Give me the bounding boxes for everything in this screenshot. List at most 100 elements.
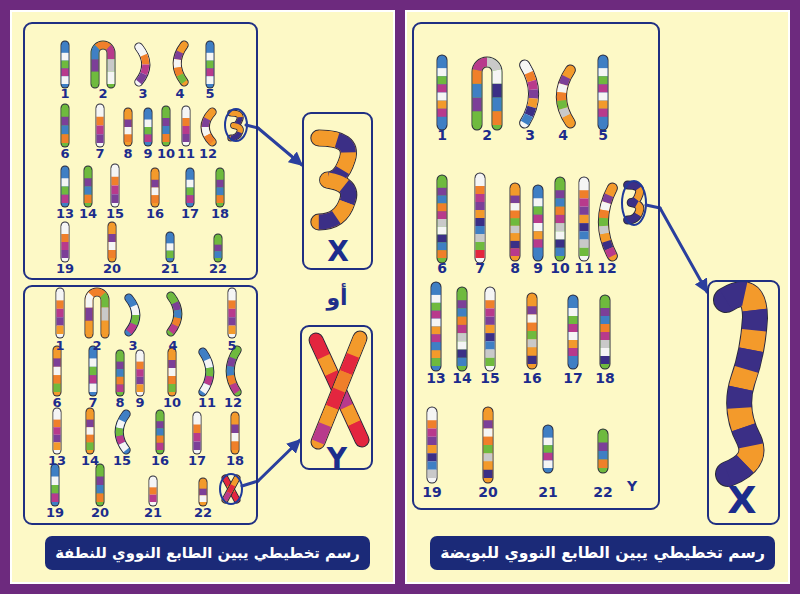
chromosome-band [97, 468, 104, 502]
chromosome-band [229, 292, 236, 334]
chromosome-body [87, 412, 94, 450]
chromosome-band [569, 300, 578, 364]
chromosome-band [458, 292, 467, 366]
chromosome-band [528, 298, 537, 364]
chromosome-outline [598, 60, 609, 125]
chromosome-band [171, 296, 178, 332]
chromosome-band [428, 412, 437, 478]
chromosome-body [726, 294, 755, 474]
chromosome-band [207, 45, 214, 84]
chromosome-band [569, 300, 578, 364]
chromosome-outline [168, 352, 177, 392]
chromosome-band [194, 416, 201, 450]
chromosome-body [215, 238, 222, 258]
chromosome-body [177, 45, 184, 82]
chromosome-band [601, 300, 610, 364]
chromosome-band [230, 350, 237, 392]
chromosome-body [628, 185, 640, 220]
chromosome-band [187, 172, 194, 203]
chromosome-band [556, 182, 565, 256]
chromosome-outline [95, 45, 111, 84]
chromosome-band [438, 180, 447, 258]
chromosome-body [163, 110, 170, 142]
chromosome-band [95, 45, 111, 84]
chromosome-number: 15 [480, 371, 499, 385]
chromosome-band [603, 188, 612, 256]
chromosome-number: 21 [161, 262, 179, 275]
chromosome-band [580, 182, 589, 256]
chromosome-band [603, 188, 612, 256]
chromosome-band [318, 338, 360, 442]
chromosome-outline [53, 412, 62, 450]
chromosome-band [171, 296, 178, 332]
chromosome-outline [600, 300, 611, 364]
chromosome-band [230, 350, 237, 392]
chromosome-band [486, 292, 495, 366]
chromosome-band [438, 180, 447, 258]
chromosome-number: 7 [475, 261, 485, 275]
chromosome-band [486, 292, 495, 366]
chromosome-body [89, 292, 105, 334]
chromosome-number: 9 [135, 396, 144, 409]
chromosome-band [580, 182, 589, 256]
chromosome-number: 10 [157, 147, 175, 160]
chromosome-band [163, 110, 170, 142]
chromosome-band [119, 414, 126, 450]
chromosome-outline [61, 226, 70, 258]
chromosome-band [62, 108, 69, 143]
chromosome-band [511, 188, 520, 256]
chromosome-band [90, 350, 97, 392]
chromosome-body [432, 287, 441, 366]
chromosome-band [163, 110, 170, 142]
arrow-connector [660, 208, 707, 292]
chromosome-outline [628, 185, 640, 220]
chromosome-band [229, 292, 236, 334]
chromosome-body [599, 434, 608, 468]
chromosome-band [171, 296, 178, 332]
chromosome-band [230, 350, 237, 392]
chromosome-band [628, 185, 640, 220]
chromosome-band [109, 226, 116, 258]
chromosome-band [432, 287, 441, 366]
chromosome-band [187, 172, 194, 203]
chromosome-band [534, 190, 543, 256]
chromosome-band [486, 292, 495, 366]
chromosome-band [599, 60, 608, 125]
chromosome-band [601, 300, 610, 364]
chromosome-band [62, 45, 69, 84]
chromosome-band [477, 62, 497, 125]
chromosome-band [194, 416, 201, 450]
chromosome-number: 11 [198, 396, 216, 409]
chromosome-band [476, 178, 485, 258]
chromosome-band [177, 45, 184, 82]
chromosome-band [556, 182, 565, 256]
chromosome-band [438, 60, 447, 125]
chromosome-band [150, 480, 157, 502]
chromosome-number: 2 [98, 87, 107, 100]
chromosome-band [217, 172, 224, 203]
highlight-ellipse [220, 474, 242, 504]
chromosome-band [137, 354, 144, 392]
chromosome-band [62, 45, 69, 84]
chromosome-band [476, 178, 485, 258]
chromosome-body [484, 412, 493, 478]
chromosome-band [129, 298, 136, 332]
chromosome-band [171, 296, 178, 332]
chromosome-band [54, 350, 61, 392]
chromosome-band [318, 338, 360, 442]
caption-text: رسم تخطيطي يبين الطابع النووي للنطفة [55, 544, 360, 562]
chromosome-outline [136, 354, 145, 392]
chromosome-band [231, 113, 241, 138]
chromosome-body [203, 352, 210, 392]
chromosome-number: 8 [115, 396, 124, 409]
chromosome-band [525, 65, 534, 123]
chromosome-band [119, 414, 126, 450]
chromosome-band [207, 45, 214, 84]
chromosome-band [203, 352, 210, 392]
chromosome-band [89, 292, 105, 334]
chromosome-number: 15 [106, 207, 124, 220]
chromosome-band [603, 188, 612, 256]
chromosome-band [580, 182, 589, 256]
